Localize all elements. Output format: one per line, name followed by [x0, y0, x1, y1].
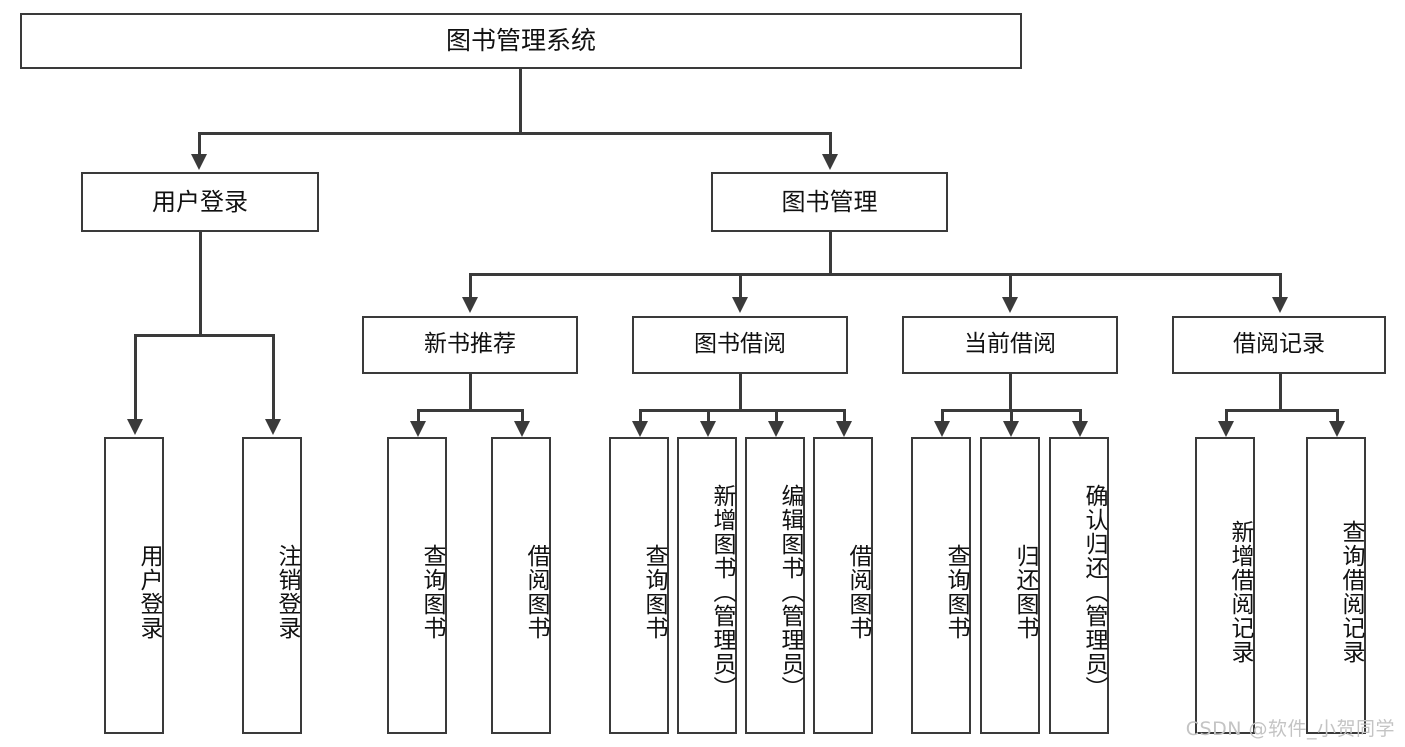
- connector-book-management-trunk: [829, 232, 832, 274]
- leaf-br-add-record[interactable]: 新增借阅记录: [1195, 437, 1255, 734]
- connector-br-l1: [1225, 409, 1228, 421]
- connector-root-trunk: [519, 69, 522, 133]
- connector-bb-l2: [707, 409, 710, 421]
- connector-root-bar: [198, 132, 831, 135]
- leaf-nbr-borrow-book[interactable]: 借阅图书: [491, 437, 551, 734]
- arrow-to-book-borrow: [732, 297, 748, 313]
- leaf-cb-query-book[interactable]: 查询图书: [911, 437, 971, 734]
- connector-cb-l1: [941, 409, 944, 421]
- node-label: 查询借阅记录: [1338, 519, 1364, 664]
- leaf-bb-add-book[interactable]: 新增图书（管理员）: [677, 437, 737, 734]
- leaf-cb-return-book[interactable]: 归还图书: [980, 437, 1040, 734]
- node-label: 注销登录: [274, 543, 300, 640]
- arrow-to-new-book-recommend: [462, 297, 478, 313]
- arrow-to-borrow-record: [1272, 297, 1288, 313]
- connector-to-borrow-record: [1279, 273, 1282, 297]
- arrow-to-leaf-bb-query-book: [632, 421, 648, 437]
- node-label: 用户登录: [152, 187, 248, 216]
- connector-book-borrow-trunk: [739, 374, 742, 410]
- leaf-logout[interactable]: 注销登录: [242, 437, 302, 734]
- connector-bb-l1: [639, 409, 642, 421]
- leaf-br-query-record[interactable]: 查询借阅记录: [1306, 437, 1366, 734]
- arrow-to-book-management: [822, 154, 838, 170]
- leaf-cb-confirm-return[interactable]: 确认归还（管理员）: [1049, 437, 1109, 734]
- arrow-to-leaf-logout: [265, 419, 281, 435]
- node-label: 图书借阅: [694, 331, 786, 358]
- connector-br-l2: [1336, 409, 1339, 421]
- leaf-user-login[interactable]: 用户登录: [104, 437, 164, 734]
- connector-borrow-record-trunk: [1279, 374, 1282, 410]
- node-label: 借阅图书: [845, 543, 871, 640]
- connector-bb-l4: [843, 409, 846, 421]
- connector-bb-l3: [775, 409, 778, 421]
- connector-user-login-right: [272, 334, 275, 419]
- leaf-bb-edit-book[interactable]: 编辑图书（管理员）: [745, 437, 805, 734]
- connector-root-to-user-login: [198, 132, 201, 154]
- connector-cb-l3: [1079, 409, 1082, 421]
- connector-user-login-trunk: [199, 232, 202, 335]
- connector-current-borrow-trunk: [1009, 374, 1012, 410]
- arrow-to-leaf-nbr-borrow-book: [514, 421, 530, 437]
- arrow-to-leaf-user-login: [127, 419, 143, 435]
- arrow-to-leaf-cb-query-book: [934, 421, 950, 437]
- node-label: 查询图书: [943, 543, 969, 640]
- connector-cb-l2: [1010, 409, 1013, 421]
- node-label: 新书推荐: [424, 331, 516, 358]
- connector-to-current-borrow: [1009, 273, 1012, 297]
- node-label: 图书管理: [781, 187, 878, 216]
- connector-new-book-l2: [521, 409, 524, 421]
- node-label: 确认归还（管理员）: [1081, 483, 1107, 700]
- node-label: 图书管理系统: [445, 26, 596, 56]
- arrow-to-user-login: [191, 154, 207, 170]
- connector-book-management-bar: [469, 273, 1281, 276]
- leaf-bb-borrow-book[interactable]: 借阅图书: [813, 437, 873, 734]
- node-current-borrow[interactable]: 当前借阅: [902, 316, 1118, 374]
- arrow-to-leaf-bb-edit-book: [768, 421, 784, 437]
- leaf-nbr-query-book[interactable]: 查询图书: [387, 437, 447, 734]
- connector-borrow-record-bar: [1225, 409, 1337, 412]
- arrow-to-current-borrow: [1002, 297, 1018, 313]
- connector-root-to-book-management: [829, 132, 832, 154]
- node-root-book-management-system[interactable]: 图书管理系统: [20, 13, 1022, 69]
- connector-to-book-borrow: [739, 273, 742, 297]
- arrow-to-leaf-cb-return-book: [1003, 421, 1019, 437]
- node-label: 借阅图书: [523, 543, 549, 640]
- connector-user-login-bar: [134, 334, 272, 337]
- connector-new-book-l1: [417, 409, 420, 421]
- arrow-to-leaf-cb-confirm-return: [1072, 421, 1088, 437]
- node-user-login[interactable]: 用户登录: [81, 172, 319, 232]
- arrow-to-leaf-bb-borrow-book: [836, 421, 852, 437]
- arrow-to-leaf-nbr-query-book: [410, 421, 426, 437]
- connector-to-new-book: [469, 273, 472, 297]
- node-book-management[interactable]: 图书管理: [711, 172, 948, 232]
- node-borrow-record[interactable]: 借阅记录: [1172, 316, 1386, 374]
- node-new-book-recommend[interactable]: 新书推荐: [362, 316, 578, 374]
- node-label: 查询图书: [641, 543, 667, 640]
- node-label: 查询图书: [419, 543, 445, 640]
- node-label: 新增借阅记录: [1227, 519, 1253, 664]
- node-label: 新增图书（管理员）: [709, 483, 735, 700]
- node-label: 借阅记录: [1233, 331, 1325, 358]
- arrow-to-leaf-bb-add-book: [700, 421, 716, 437]
- leaf-bb-query-book[interactable]: 查询图书: [609, 437, 669, 734]
- node-book-borrow[interactable]: 图书借阅: [632, 316, 848, 374]
- arrow-to-leaf-br-query-record: [1329, 421, 1345, 437]
- node-label: 归还图书: [1012, 543, 1038, 640]
- node-label: 用户登录: [136, 543, 162, 640]
- connector-new-book-trunk: [469, 374, 472, 410]
- connector-user-login-left: [134, 334, 137, 419]
- node-label: 当前借阅: [964, 331, 1056, 358]
- connector-new-book-bar: [417, 409, 522, 412]
- watermark: CSDN @软件_小贺同学: [1185, 718, 1395, 740]
- connector-book-borrow-bar: [639, 409, 843, 412]
- node-label: 编辑图书（管理员）: [777, 483, 803, 700]
- arrow-to-leaf-br-add-record: [1218, 421, 1234, 437]
